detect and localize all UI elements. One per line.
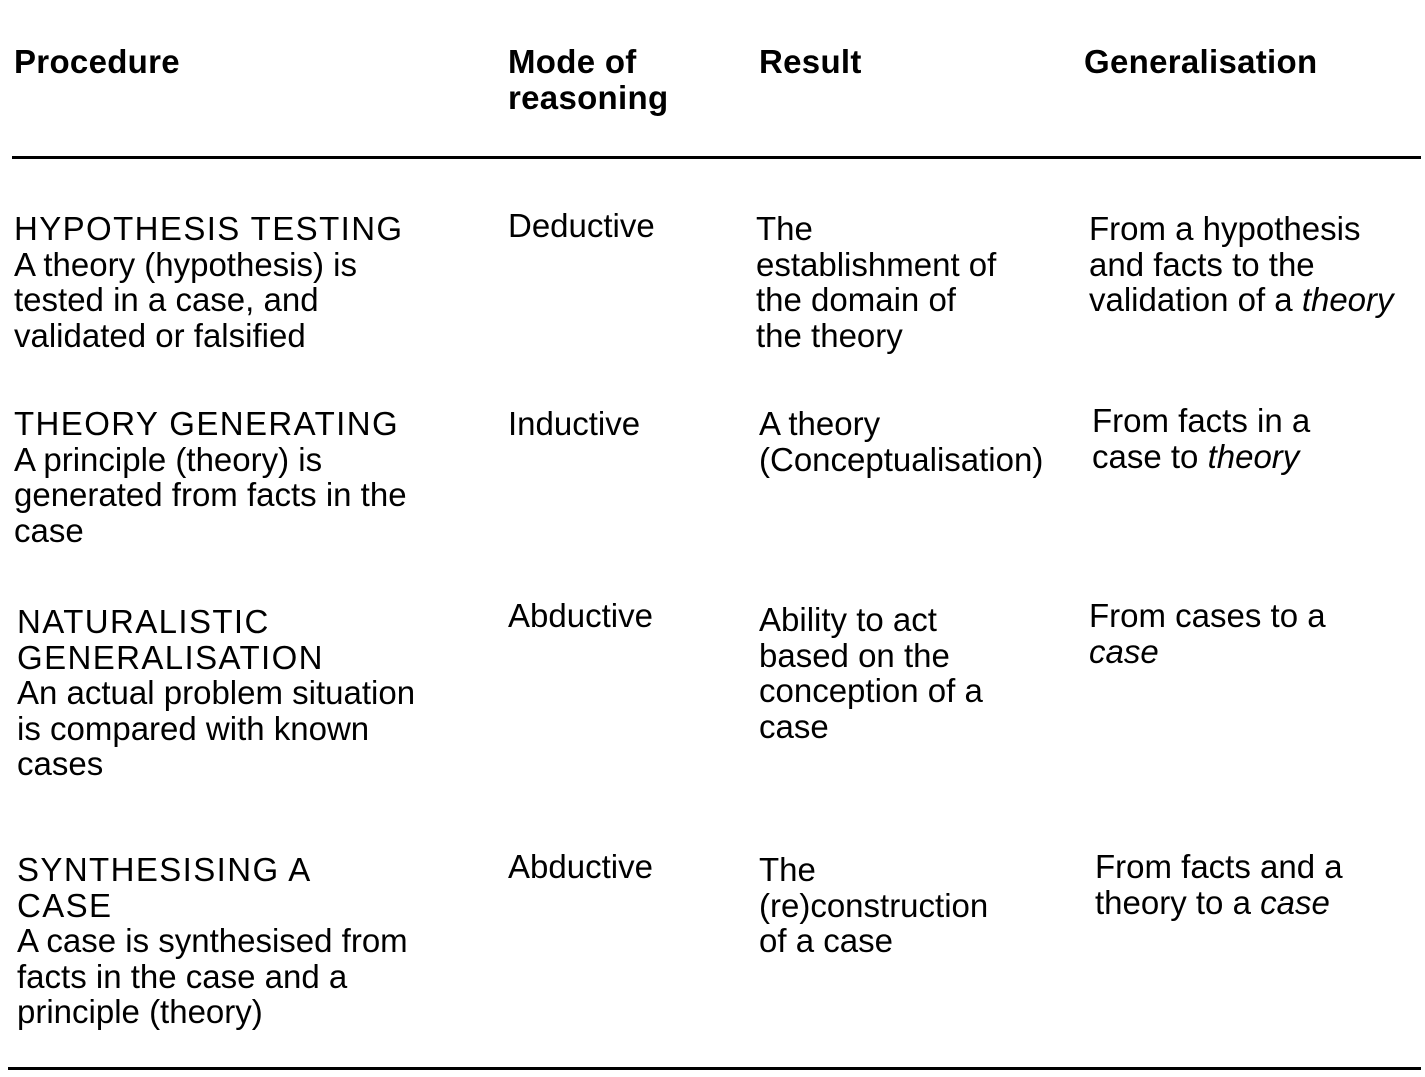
procedure-description: An actual problem situation is compared … bbox=[17, 674, 416, 782]
generalisation-emphasis: theory bbox=[1207, 437, 1300, 475]
procedure-description: A theory (hypothesis) is tested in a cas… bbox=[14, 245, 357, 354]
table-row-hypothesis-testing: HYPOTHESIS TESTING A theory (hypothesis)… bbox=[14, 211, 484, 353]
generalisation-text: From a hypothesis and facts to the valid… bbox=[1089, 210, 1361, 318]
mode-cell: Inductive bbox=[508, 405, 641, 442]
header-generalisation: Generalisation bbox=[1084, 43, 1318, 80]
table-row-synthesising-a-case: SYNTHESISING A CASE A case is synthesise… bbox=[17, 852, 487, 1030]
procedure-title: THEORY GENERATING bbox=[14, 405, 400, 442]
header-result: Result bbox=[759, 43, 862, 80]
bottom-rule bbox=[8, 1067, 1421, 1070]
header-mode-of-reasoning: Mode of reasoning bbox=[508, 43, 669, 116]
result-cell: A theory (Conceptualisation) bbox=[759, 405, 1044, 478]
procedure-title: SYNTHESISING A CASE bbox=[17, 851, 312, 924]
result-cell: The establishment of the domain of the t… bbox=[756, 210, 997, 354]
mode-cell: Abductive bbox=[508, 848, 653, 885]
generalisation-text: From facts in a case to bbox=[1092, 402, 1311, 475]
result-cell: Ability to act based on the conception o… bbox=[759, 601, 983, 745]
table-row-naturalistic-generalisation: NATURALISTIC GENERALISATION An actual pr… bbox=[17, 604, 487, 782]
table-row-theory-generating: THEORY GENERATING A principle (theory) i… bbox=[14, 406, 484, 548]
procedure-description: A principle (theory) is generated from f… bbox=[14, 440, 407, 549]
generalisation-cell: From a hypothesis and facts to the valid… bbox=[1089, 211, 1394, 318]
generalisation-text: From cases to a bbox=[1089, 597, 1326, 634]
header-procedure: Procedure bbox=[14, 43, 180, 80]
mode-cell: Deductive bbox=[508, 207, 655, 244]
procedure-title: HYPOTHESIS TESTING bbox=[14, 210, 404, 247]
procedure-description: A case is synthesised from facts in the … bbox=[17, 922, 408, 1030]
generalisation-emphasis: case bbox=[1260, 883, 1330, 921]
generalisation-cell: From cases to a case bbox=[1089, 598, 1326, 669]
mode-cell: Abductive bbox=[508, 597, 653, 634]
generalisation-text: From facts and a theory to a bbox=[1095, 848, 1343, 921]
header-rule bbox=[12, 156, 1421, 159]
result-cell: The (re)construction of a case bbox=[759, 851, 989, 959]
procedure-title: NATURALISTIC GENERALISATION bbox=[17, 603, 324, 676]
generalisation-emphasis: theory bbox=[1301, 281, 1394, 318]
generalisation-cell: From facts in a case to theory bbox=[1092, 403, 1310, 474]
generalisation-cell: From facts and a theory to a case bbox=[1095, 849, 1343, 920]
generalisation-emphasis: case bbox=[1089, 632, 1159, 670]
